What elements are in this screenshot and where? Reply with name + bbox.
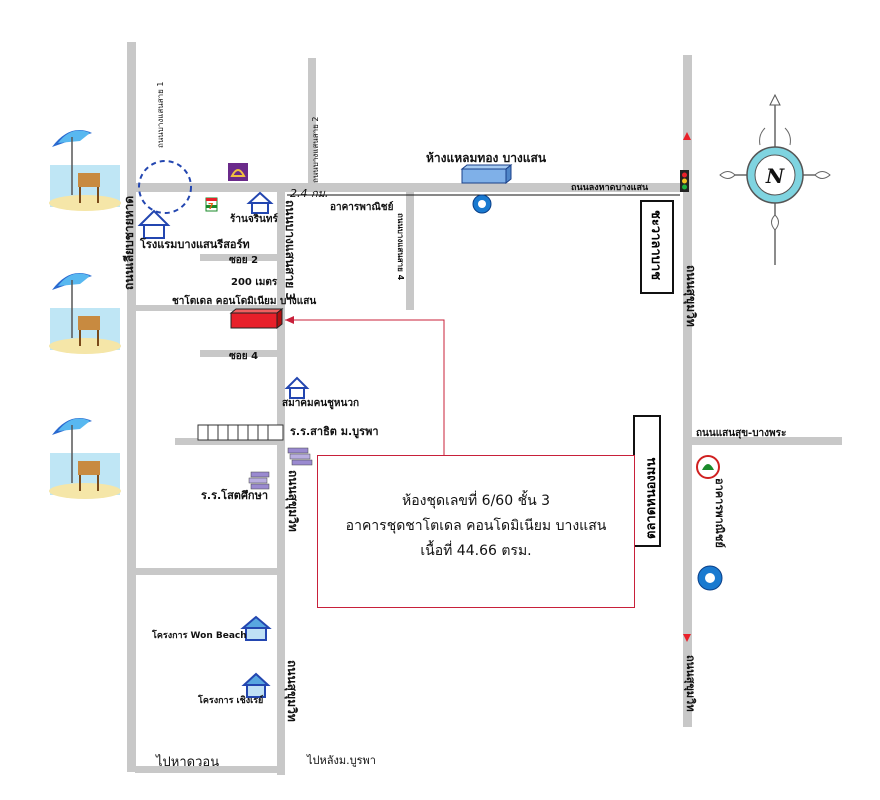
road-bottom-horizontal — [135, 766, 285, 773]
to-burapha-label: ไปหลังม.บูรพา — [307, 754, 376, 767]
hotel-label: โรงแรมบางแสนรีสอร์ท — [140, 238, 250, 251]
mall-label: ห้างแหลมทอง บางแสน — [426, 151, 547, 165]
bank-ktb-icon-right — [697, 565, 723, 591]
meters200-label: 200 เมตร — [231, 277, 278, 288]
road-saensuk-bangphra-label: ถนนแสนสุข-บางพระ — [696, 428, 787, 439]
road-top-horizontal — [127, 183, 692, 192]
shop-label: ร้านจรินทร์ — [230, 214, 278, 225]
commercial-right-label: อาคารพาณิชย์ — [713, 478, 726, 548]
choengrae-house-icon — [241, 672, 271, 698]
seven-eleven-icon: 7 — [205, 197, 218, 212]
road-sai3-label: ถนนบางแสนสาย 3 — [283, 200, 297, 301]
sathit-school-icon — [287, 447, 313, 466]
soi4-label: ซอย 4 — [229, 351, 259, 362]
road-mid-vertical — [277, 190, 285, 775]
road-saensuk-bangphra — [690, 437, 842, 445]
traffic-light-icon — [680, 170, 689, 192]
road-sai2-vertical — [308, 58, 316, 188]
bank-scb-icon — [228, 163, 248, 181]
sot-school-icon — [248, 471, 270, 490]
arrow-south-icon — [683, 634, 691, 642]
info-unit-line: ห้องชุดเลขที่ 6/60 ชั้น 3 — [402, 493, 550, 509]
won-beach-label: โครงการ Won Beach — [152, 631, 247, 641]
to-hard-wonnapha-label: ไปหาดวอน — [156, 755, 220, 770]
association-label: สมาคมคนชูหนวก — [282, 398, 360, 409]
svg-text:7: 7 — [208, 202, 214, 211]
pointer-arrowhead — [285, 316, 294, 324]
shop-house-icon — [246, 191, 274, 214]
beach-umbrella-icon — [49, 273, 121, 354]
road-sai4-vertical — [406, 190, 414, 310]
school-building-icon — [197, 424, 284, 441]
beach-umbrella-icon — [49, 130, 121, 211]
sathit-school-label: ร.ร.สาธิต ม.บูรพา — [290, 425, 379, 438]
pointer-line — [285, 319, 445, 455]
beach-umbrella-icon — [49, 418, 121, 499]
sot-school-label: ร.ร.โสตศึกษา — [201, 489, 269, 502]
road-soi3 — [135, 305, 280, 311]
road-soi4 — [200, 350, 280, 357]
condo-label: ชาโตเดล คอนโดมิเนียม บางแสน — [172, 296, 317, 307]
road-sukhumvit-right-top-label: ถนนสุขุมวิท — [684, 655, 697, 712]
road-network — [127, 42, 842, 775]
road-sai4-label: ถนนบางแสนสาย 4 — [396, 213, 405, 281]
won-beach-house-icon — [240, 615, 272, 641]
road-sukhumvit-bottom-label: ถนนสุขุมวิท — [285, 660, 299, 722]
info-building-line: อาคารชุดชาโตเดล คอนโดมิเนียม บางแสน — [345, 518, 607, 534]
road-lower-horizontal — [135, 568, 280, 575]
bank-ktb-icon — [472, 194, 492, 214]
bang-saen-sign-label: ชะวาลาบาช — [648, 210, 663, 281]
road-left-label: ถนนเลียบชายหาด — [122, 195, 136, 290]
roundabout — [138, 160, 192, 214]
bang-saen-sign-box: ชะวาลาบาช — [640, 200, 674, 294]
association-house-icon — [284, 376, 310, 399]
road-soi5 — [175, 438, 280, 445]
bank-kbank-icon — [696, 455, 720, 479]
road-soi2 — [200, 254, 280, 261]
arrow-north-icon — [683, 132, 691, 140]
condo-marker — [229, 307, 284, 330]
distance-label: 2.4 กม. — [290, 187, 329, 200]
compass-north-letter: N — [765, 164, 785, 188]
choengrae-label: โครงการ เชิงเรย์ — [198, 696, 264, 706]
road-long-hard-label: ถนนลงหาดบางแสน — [571, 183, 649, 193]
soi2-label: ซอย 2 — [229, 255, 259, 266]
road-sai1-label: ถนนบางแสนสาย 1 — [156, 81, 165, 148]
road-left-vertical — [127, 42, 136, 772]
hotel-icon — [137, 209, 171, 239]
mall-icon — [460, 163, 513, 185]
info-area-line: เนื้อที่ 44.66 ตรม. — [420, 543, 532, 559]
road-sai2-label: ถนนบางแสนสาย 2 — [311, 116, 320, 183]
commercial-building-label: อาคารพาณิชย์ — [330, 202, 394, 213]
road-sukhumvit-right-label: ถนนสุขุมวิท — [684, 265, 698, 327]
market-label: ตลาดหนองมน — [644, 457, 659, 539]
property-info-box: ห้องชุดเลขที่ 6/60 ชั้น 3 อาคารชุดชาโตเด… — [317, 455, 635, 608]
road-sukhumvit-vertical — [683, 55, 692, 727]
compass-rose-icon — [719, 93, 831, 265]
market-box: ตลาดหนองมน — [633, 415, 661, 547]
road-sukhumvit-mid-label: ถนนสุขุมวิท — [286, 470, 300, 532]
